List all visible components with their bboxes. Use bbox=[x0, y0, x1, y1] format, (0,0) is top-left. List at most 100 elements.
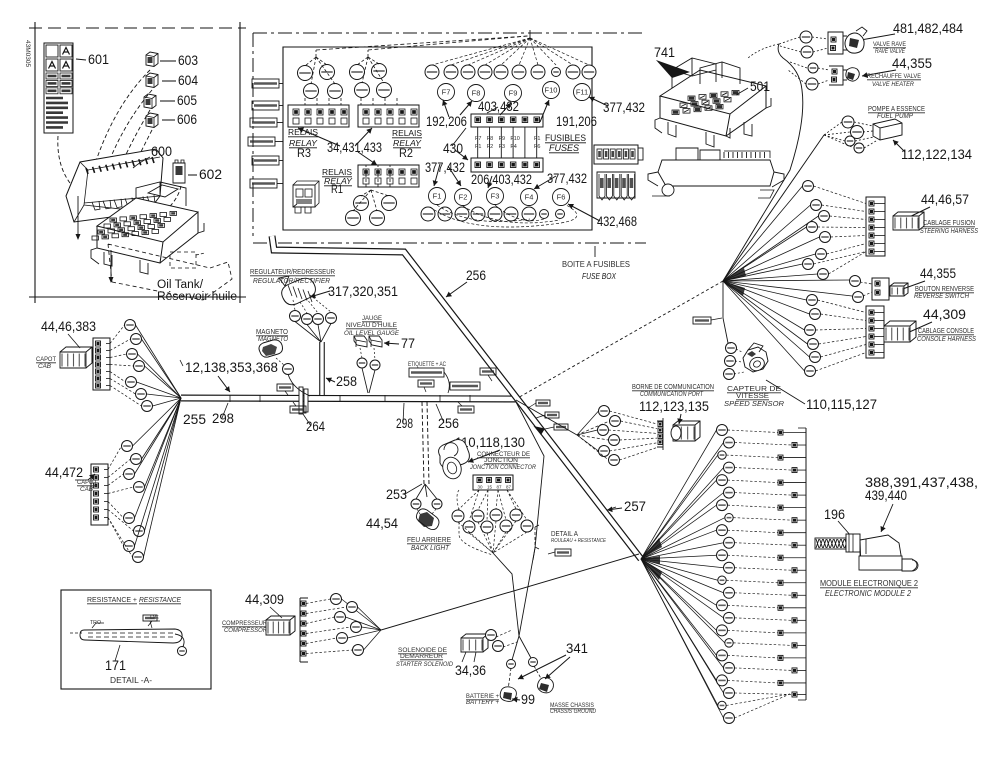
svg-text:600: 600 bbox=[151, 143, 172, 159]
svg-text:BOITE A FUSIBLES: BOITE A FUSIBLES bbox=[562, 260, 630, 269]
svg-text:COMPRESSEUR: COMPRESSEUR bbox=[222, 620, 267, 627]
svg-text:MASSE CHASSIS: MASSE CHASSIS bbox=[550, 702, 595, 709]
svg-text:439,440: 439,440 bbox=[865, 487, 907, 503]
svg-text:CABLAGE CONSOLE: CABLAGE CONSOLE bbox=[918, 328, 974, 335]
svg-text:CHASSIS GROUND: CHASSIS GROUND bbox=[550, 708, 596, 715]
svg-text:44,472: 44,472 bbox=[45, 464, 83, 480]
svg-text:602: 602 bbox=[199, 166, 222, 182]
svg-text:R1: R1 bbox=[331, 182, 343, 196]
svg-text:403,432: 403,432 bbox=[478, 99, 519, 114]
svg-text:CAB: CAB bbox=[38, 364, 51, 370]
svg-text:377,432: 377,432 bbox=[603, 100, 645, 115]
svg-text:44,54: 44,54 bbox=[366, 515, 398, 531]
svg-text:FUSIBLES: FUSIBLES bbox=[545, 133, 586, 144]
svg-text:44,355: 44,355 bbox=[892, 55, 932, 71]
svg-text:BORNE DE COMMUNICATION: BORNE DE COMMUNICATION bbox=[632, 384, 714, 391]
svg-text:RAVE VALVE: RAVE VALVE bbox=[875, 49, 906, 55]
svg-text:RELAY: RELAY bbox=[393, 138, 422, 148]
svg-text:258: 258 bbox=[336, 373, 357, 389]
svg-text:JONCTION: JONCTION bbox=[484, 457, 518, 464]
svg-text:ROULEAU + RESISTANCE: ROULEAU + RESISTANCE bbox=[551, 538, 607, 544]
svg-text:NIVEAU D'HUILE: NIVEAU D'HUILE bbox=[346, 322, 398, 329]
svg-text:377,432: 377,432 bbox=[425, 160, 465, 175]
svg-text:JONCTION CONNECTOR: JONCTION CONNECTOR bbox=[469, 464, 536, 471]
svg-text:604: 604 bbox=[178, 72, 198, 88]
svg-text:30: 30 bbox=[478, 485, 484, 490]
svg-text:R2: R2 bbox=[399, 146, 413, 160]
svg-text:RELAIS: RELAIS bbox=[392, 128, 422, 138]
svg-text:TRO: TRO bbox=[90, 620, 101, 626]
svg-text:44,355: 44,355 bbox=[920, 265, 956, 281]
svg-text:F3: F3 bbox=[491, 192, 500, 201]
svg-text:F3: F3 bbox=[499, 144, 505, 150]
svg-text:44,309: 44,309 bbox=[923, 306, 966, 322]
svg-text:501: 501 bbox=[750, 78, 770, 94]
svg-text:VALVE RAVE: VALVE RAVE bbox=[873, 42, 906, 48]
svg-text:F1: F1 bbox=[534, 136, 540, 142]
svg-text:F6: F6 bbox=[557, 193, 566, 202]
svg-text:RECHAUFFE VALVE: RECHAUFFE VALVE bbox=[867, 74, 921, 80]
svg-text:256: 256 bbox=[466, 267, 486, 283]
svg-text:MODULE ELECTRONIQUE 2: MODULE ELECTRONIQUE 2 bbox=[820, 579, 919, 588]
svg-text:256: 256 bbox=[438, 415, 459, 431]
svg-text:STEERING HARNESS: STEERING HARNESS bbox=[920, 228, 978, 235]
svg-text:RELAIS: RELAIS bbox=[288, 127, 318, 137]
svg-text:CAPTEUR DE: CAPTEUR DE bbox=[727, 386, 781, 393]
svg-text:171: 171 bbox=[105, 657, 126, 673]
svg-text:FUEL PUMP: FUEL PUMP bbox=[877, 113, 913, 120]
svg-text:34,36: 34,36 bbox=[455, 662, 486, 678]
svg-text:12,138,353,368: 12,138,353,368 bbox=[185, 359, 278, 375]
svg-text:741: 741 bbox=[654, 44, 675, 60]
svg-text:VITESSE: VITESSE bbox=[736, 393, 769, 400]
svg-text:F6: F6 bbox=[534, 144, 540, 150]
svg-text:44,46,383: 44,46,383 bbox=[41, 318, 96, 334]
svg-text:34,431,433: 34,431,433 bbox=[327, 140, 382, 155]
svg-text:298: 298 bbox=[396, 415, 413, 431]
svg-text:F7: F7 bbox=[442, 88, 451, 97]
svg-text:CAB: CAB bbox=[80, 487, 93, 493]
svg-text:341: 341 bbox=[566, 640, 588, 656]
svg-text:JAUGE: JAUGE bbox=[362, 315, 383, 322]
svg-text:F1: F1 bbox=[433, 192, 442, 201]
svg-text:99: 99 bbox=[521, 691, 535, 707]
svg-text:191,206: 191,206 bbox=[556, 114, 597, 129]
svg-text:F2: F2 bbox=[459, 193, 468, 202]
svg-text:110,118,130: 110,118,130 bbox=[455, 434, 525, 450]
svg-text:432,468: 432,468 bbox=[597, 214, 637, 229]
svg-text:COMMUNICATION PORT: COMMUNICATION PORT bbox=[640, 391, 704, 398]
svg-text:44,46,57: 44,46,57 bbox=[921, 191, 969, 207]
svg-text:317,320,351: 317,320,351 bbox=[328, 283, 398, 299]
svg-text:RELAY: RELAY bbox=[289, 138, 318, 148]
svg-text:481,482,484: 481,482,484 bbox=[893, 20, 963, 36]
svg-text:CAPOT: CAPOT bbox=[77, 480, 97, 486]
svg-text:ELECTRONIC MODULE 2: ELECTRONIC MODULE 2 bbox=[825, 589, 911, 598]
svg-text:F11: F11 bbox=[576, 88, 588, 97]
svg-text:253: 253 bbox=[386, 486, 407, 502]
svg-text:605: 605 bbox=[177, 92, 197, 108]
svg-text:87: 87 bbox=[497, 485, 503, 490]
svg-text:MAGNETO: MAGNETO bbox=[256, 329, 289, 336]
svg-text:DETAIL A: DETAIL A bbox=[551, 531, 578, 538]
svg-text:BATTERY +: BATTERY + bbox=[466, 699, 499, 706]
svg-text:STARTER SOLENOID: STARTER SOLENOID bbox=[396, 661, 453, 668]
svg-text:F10: F10 bbox=[510, 136, 519, 142]
svg-text:CONSOLE HARNESS: CONSOLE HARNESS bbox=[917, 336, 976, 343]
svg-text:F9: F9 bbox=[509, 89, 518, 98]
svg-text:Oil Tank/: Oil Tank/ bbox=[157, 279, 204, 291]
svg-text:77: 77 bbox=[401, 335, 415, 351]
svg-text:377,432: 377,432 bbox=[547, 171, 587, 186]
svg-text:REGULATOR/RECTIFIER: REGULATOR/RECTIFIER bbox=[253, 278, 330, 285]
svg-text:ETIQUETTE + AC: ETIQUETTE + AC bbox=[408, 362, 447, 368]
svg-text:F2: F2 bbox=[487, 144, 493, 150]
svg-text:BOUTON RENVERSE: BOUTON RENVERSE bbox=[915, 286, 974, 293]
svg-text:110,115,127: 110,115,127 bbox=[806, 396, 877, 412]
svg-text:112,123,135: 112,123,135 bbox=[639, 398, 709, 414]
svg-text:192,206: 192,206 bbox=[426, 114, 467, 129]
svg-text:F8: F8 bbox=[472, 89, 481, 98]
svg-text:DETAIL -A-: DETAIL -A- bbox=[110, 676, 152, 685]
svg-text:601: 601 bbox=[88, 51, 109, 67]
svg-text:SPEED SENSOR: SPEED SENSOR bbox=[724, 401, 784, 408]
svg-text:255: 255 bbox=[183, 411, 206, 427]
svg-text:BACK LIGHT: BACK LIGHT bbox=[411, 545, 450, 552]
svg-text:257: 257 bbox=[624, 498, 646, 514]
